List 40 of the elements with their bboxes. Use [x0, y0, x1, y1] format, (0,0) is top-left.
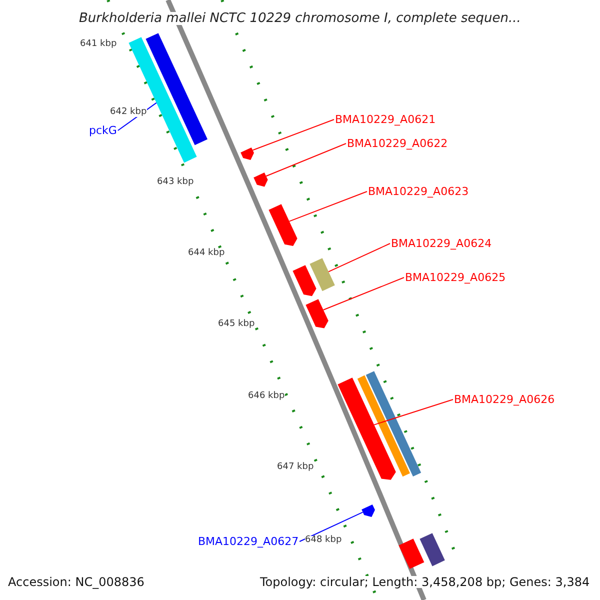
leader-line: [299, 512, 364, 542]
gene-label: BMA10229_A0624: [391, 238, 492, 249]
gene-feature-bar: [362, 504, 375, 517]
scale-label: 645 kbp: [218, 320, 255, 329]
gene-feature-bar: [366, 371, 422, 476]
footer-text: Topology: circular; Length: 3,458,208 bp; Genes: 3,384: [260, 576, 590, 588]
gene-feature-bar: [357, 375, 410, 477]
gene-feature-bar: [398, 538, 424, 569]
leader-line: [288, 191, 368, 222]
gene-feature-bar: [420, 533, 445, 566]
gene-label: BMA10229_A0627: [198, 536, 299, 547]
leader-line: [252, 119, 334, 151]
gene-feature-bar: [306, 299, 328, 328]
gene-feature-bar: [254, 172, 268, 187]
gene-label: BMA10229_A0622: [347, 138, 448, 149]
gene-feature-bar: [240, 148, 254, 160]
gene-feature-bar: [146, 33, 208, 146]
leader-line: [266, 143, 346, 177]
leader-line: [322, 277, 404, 310]
gene-label: BMA10229_A0621: [335, 114, 436, 125]
scale-label: 644 kbp: [188, 249, 225, 258]
scale-label: 641 kbp: [80, 40, 117, 49]
gene-label: BMA10229_A0623: [368, 186, 469, 197]
scale-label: 642 kbp: [110, 108, 147, 117]
footer-text: Accession: NC_008836: [8, 576, 144, 588]
gene-label: pckG: [89, 125, 117, 136]
scale-label: 647 kbp: [277, 463, 314, 472]
title: Burkholderia mallei NCTC 10229 chromosome I, complete sequen...: [79, 12, 521, 25]
leader-line: [374, 399, 454, 426]
gene-feature-bar: [338, 378, 396, 480]
leader-line: [328, 243, 390, 272]
scale-label: 648 kbp: [305, 536, 342, 545]
gene-feature-bar: [128, 37, 197, 163]
scale-label: 643 kbp: [157, 178, 194, 187]
scale-label: 646 kbp: [248, 392, 285, 401]
gene-feature-bar: [268, 204, 298, 246]
gene-label: BMA10229_A0625: [405, 272, 506, 283]
gene-feature-bar: [310, 258, 335, 292]
gene-label: BMA10229_A0626: [454, 394, 555, 405]
gene-feature-bar: [292, 265, 316, 296]
